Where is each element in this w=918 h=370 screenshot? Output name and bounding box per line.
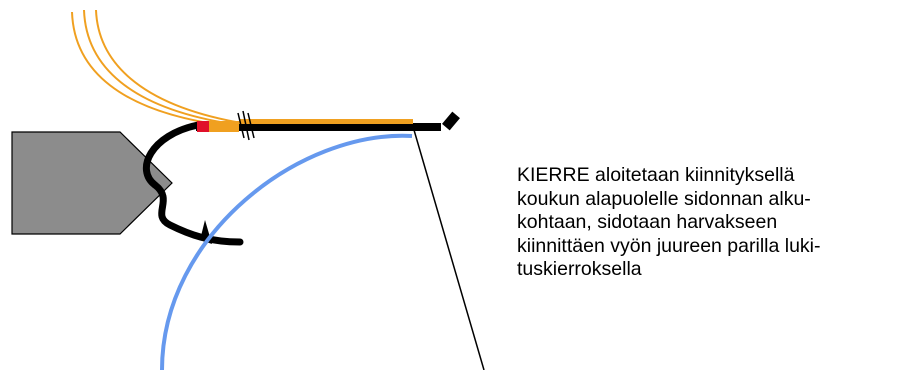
hand-arc-icon (160, 133, 413, 370)
caption-line: KIERRE aloitetaan kiinnityksellä (517, 164, 795, 186)
caption-line: tuskierroksella (517, 258, 642, 280)
hook-shank (196, 123, 441, 131)
tie-in-wraps (237, 110, 255, 141)
tying-line-icon (413, 129, 485, 370)
wrap-segment (209, 121, 239, 132)
caption-text: KIERRE aloitetaan kiinnityksellä koukun … (517, 164, 907, 282)
caption-line: koukun alapuolelle sidonnan alku- (517, 187, 811, 210)
tinsel-on-shank (239, 119, 413, 124)
caption-line: kiinnittäen vyön juureen parilla luki- (517, 234, 821, 257)
tinsel-fibers-icon (71, 9, 237, 127)
hook-eye (442, 111, 460, 131)
caption-line: kohtaan, sidotaan harvakseen (517, 211, 778, 233)
vise-jaw-icon (11, 131, 173, 235)
thread-tag-icon (197, 121, 209, 132)
